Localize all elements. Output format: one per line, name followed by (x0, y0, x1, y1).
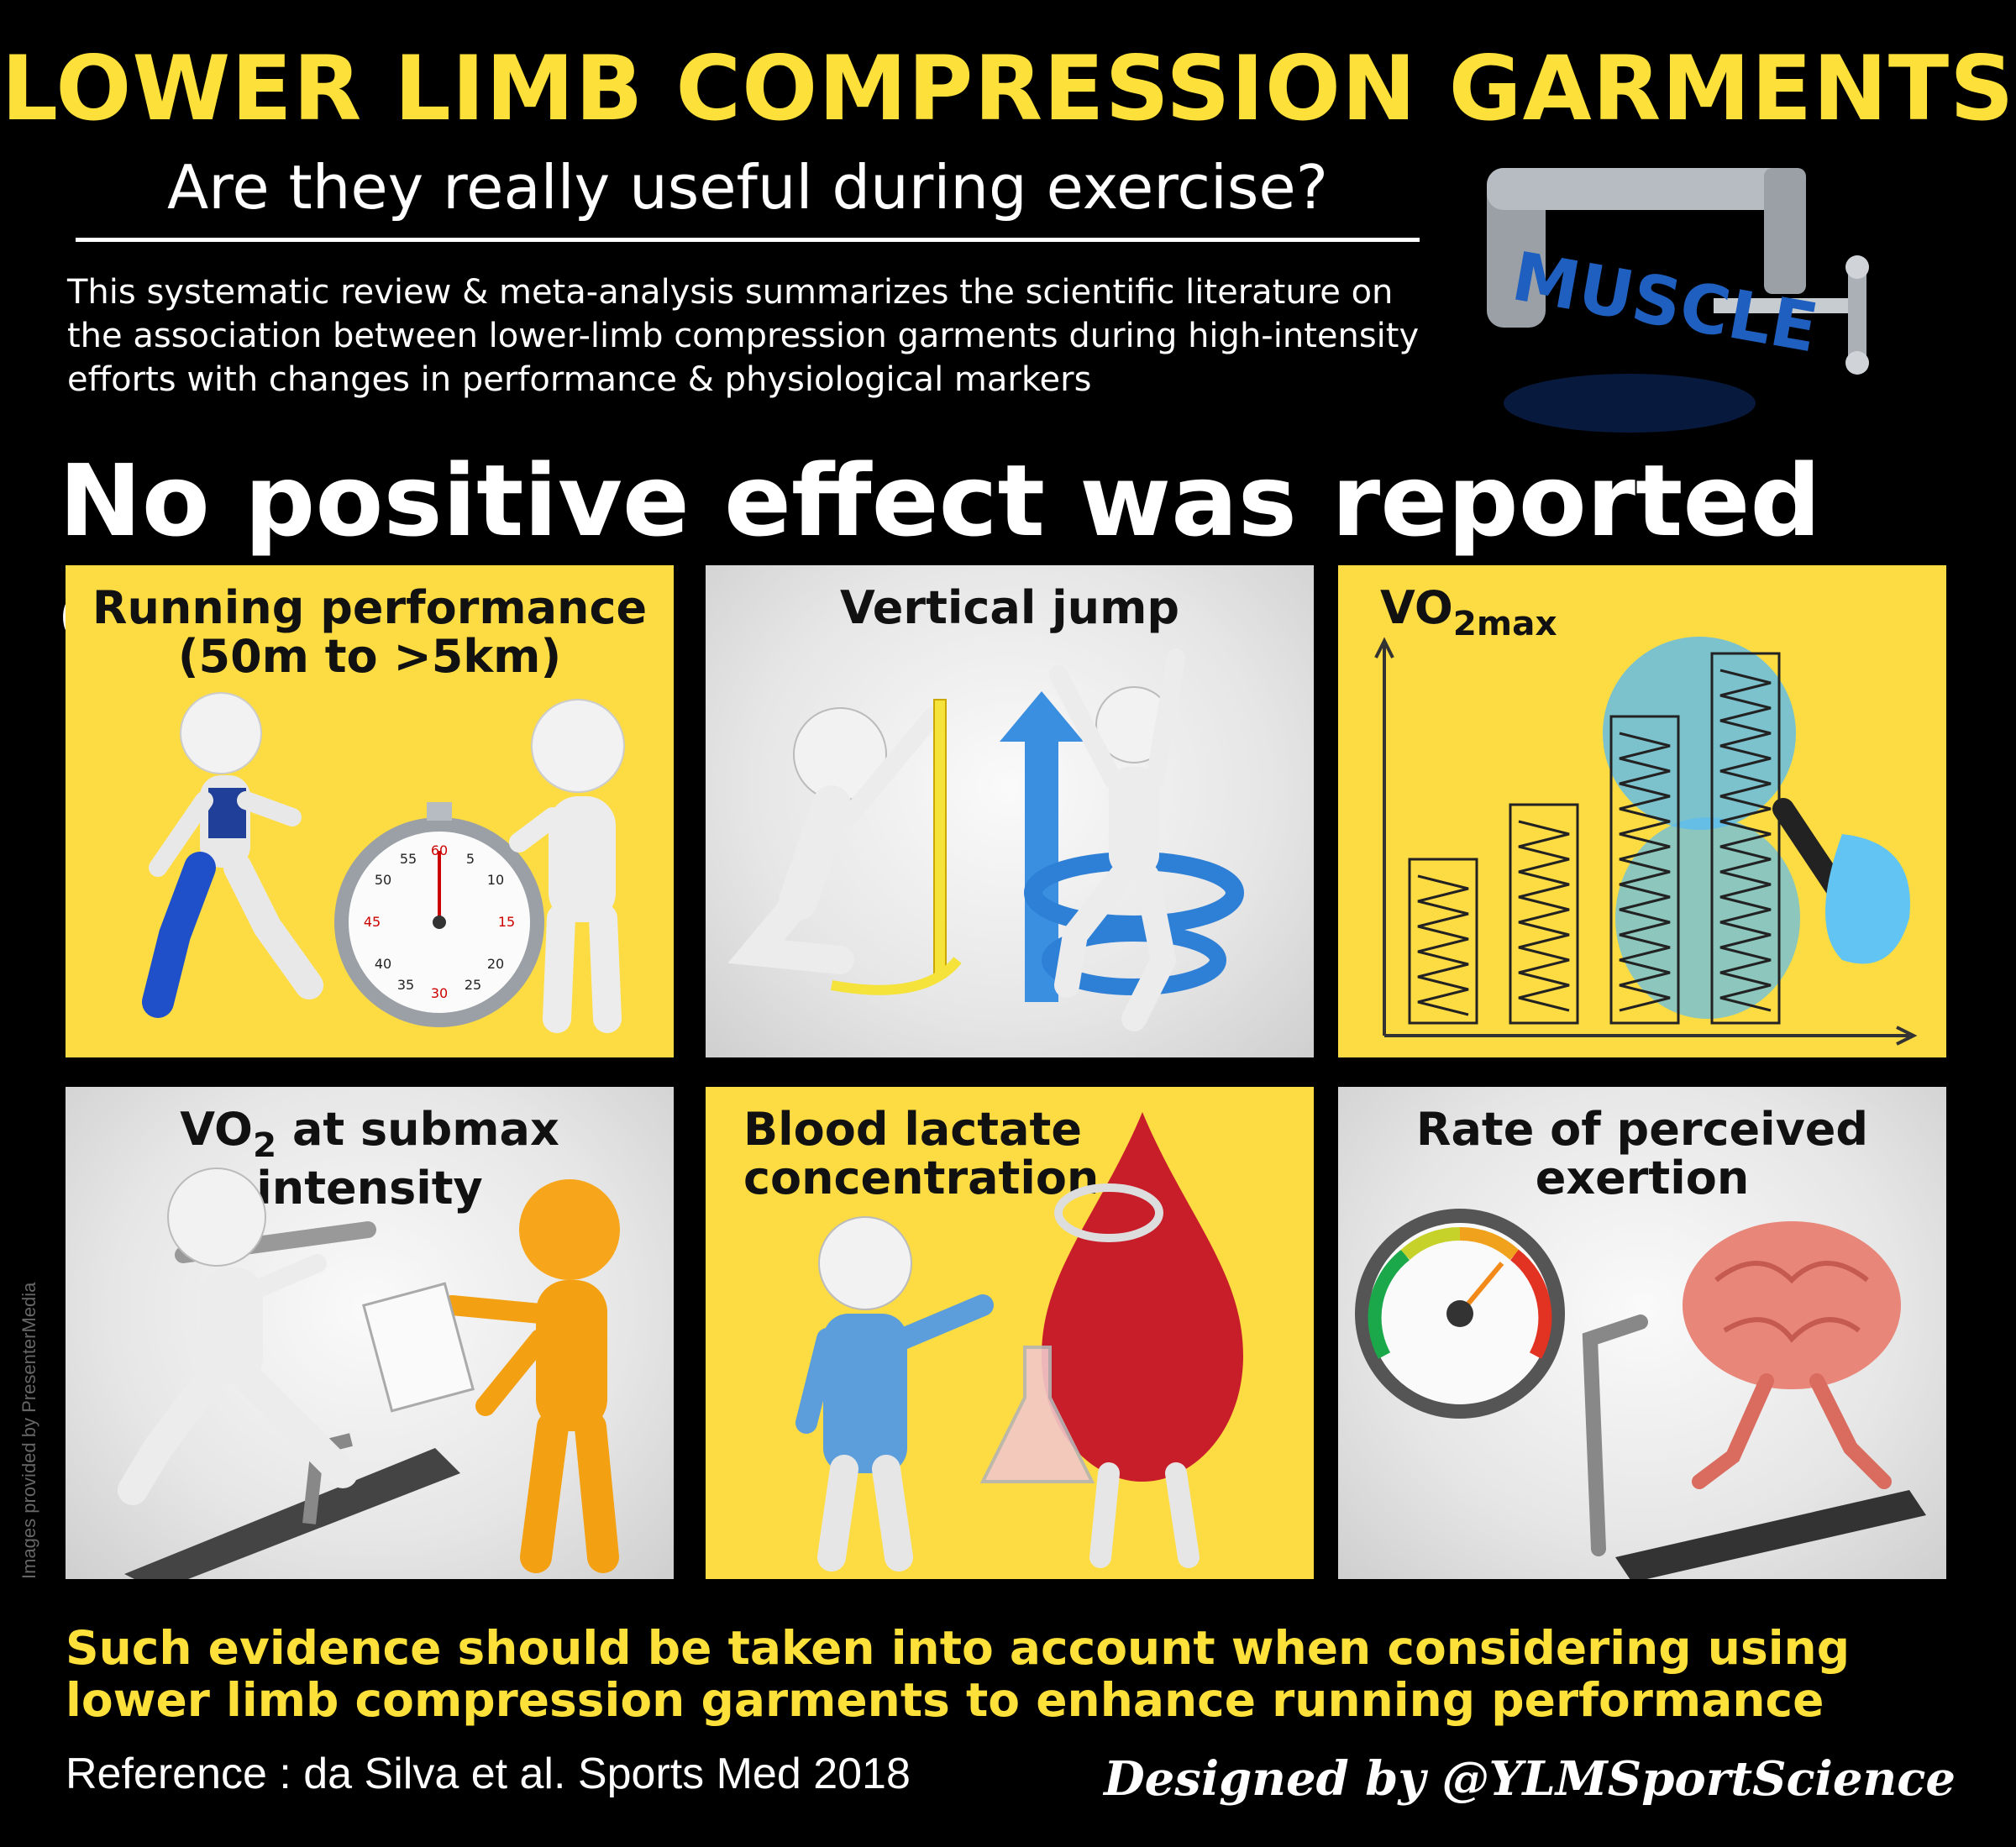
svg-text:35: 35 (397, 977, 414, 993)
blood-drop-scientist-illustration (795, 1112, 1243, 1572)
intro-text: This systematic review & meta-analysis s… (67, 273, 1420, 399)
treadmill-assessment-illustration (118, 1167, 620, 1579)
svg-text:25: 25 (465, 977, 481, 993)
runner-stopwatch-illustration: 60 5 10 15 20 25 30 35 40 45 50 55 (142, 692, 625, 1033)
panel-vo2max: VO2max (1338, 565, 1946, 1057)
page-subtitle: Are they really useful during exercise? (167, 152, 1328, 223)
panel-vertical-jump: Vertical jump (706, 565, 1314, 1057)
image-credit-text: Images provided by PresenterMedia (18, 1282, 39, 1579)
svg-text:60: 60 (431, 842, 448, 858)
svg-text:30: 30 (431, 985, 448, 1001)
svg-text:50: 50 (375, 872, 391, 888)
gauge-brain-treadmill-illustration (1355, 1209, 1926, 1579)
clamp-muscle-illustration: MUSCLE (1487, 168, 1869, 433)
svg-text:15: 15 (498, 914, 515, 930)
panel-running-performance: Running performance (50m to >5km) 60 5 1… (66, 565, 674, 1057)
svg-text:55: 55 (400, 851, 417, 867)
panel-title: Running performance (50m to >5km) (92, 581, 648, 684)
svg-text:5: 5 (466, 851, 475, 867)
panel-title: Vertical jump (839, 581, 1180, 634)
panel-vo2-submax: VO2 at submax intensity (66, 1087, 674, 1579)
svg-text:20: 20 (487, 956, 504, 972)
vertical-jump-illustration (727, 648, 1244, 1031)
reference-text: Reference : da Silva et al. Sports Med 2… (66, 1750, 911, 1798)
panel-title: VO2 at submax intensity (180, 1103, 559, 1215)
designed-by-text: Designed by @YLMSportScience (1104, 1751, 1956, 1807)
divider (76, 238, 1420, 242)
conclusion-text: Such evidence should be taken into accou… (66, 1621, 1851, 1727)
bar-sketch-illustration (1374, 637, 1918, 1046)
svg-text:45: 45 (364, 914, 381, 930)
svg-text:40: 40 (375, 956, 391, 972)
svg-text:10: 10 (487, 872, 504, 888)
panel-rpe: Rate of perceived exertion (1338, 1087, 1946, 1579)
panel-title: VO2max (1380, 581, 1557, 644)
panel-title: Blood lactate concentration (743, 1103, 1100, 1205)
panel-title: Rate of perceived exertion (1415, 1103, 1869, 1205)
panel-blood-lactate: Blood lactate concentration (706, 1087, 1314, 1579)
page-title: LOWER LIMB COMPRESSION GARMENTS (1, 37, 2015, 140)
